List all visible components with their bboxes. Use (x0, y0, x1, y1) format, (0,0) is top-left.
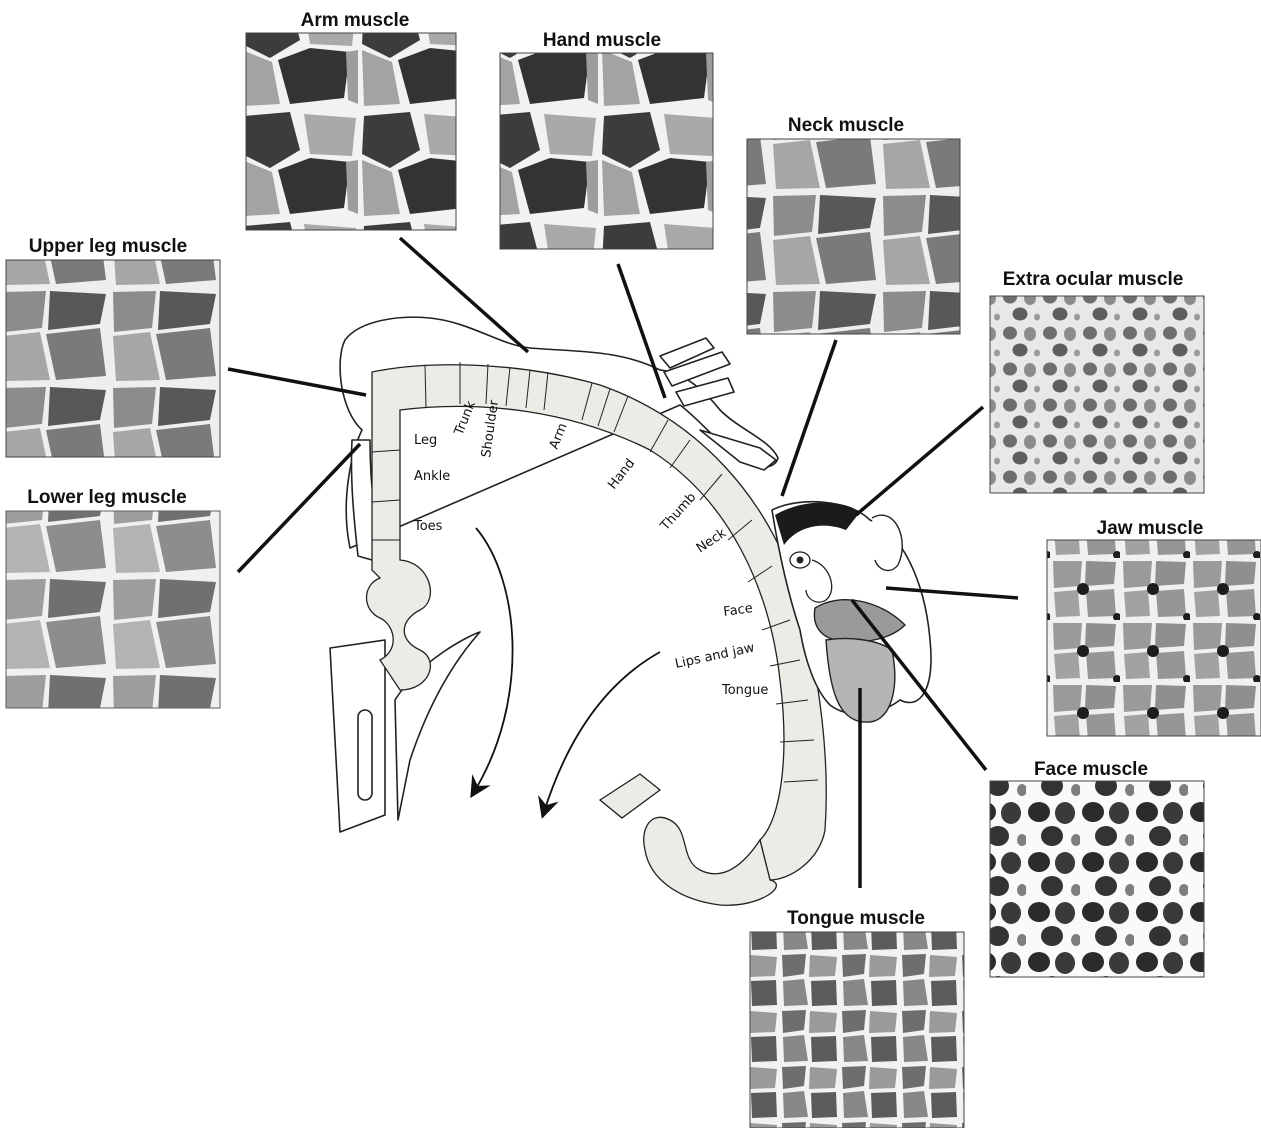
label-toes: Toes (413, 519, 443, 534)
motor-homunculus: Trunk Leg Shoulder Arm Ankle Hand Toes T… (330, 317, 931, 905)
panel-lower-leg-muscle: Lower leg muscle (6, 487, 220, 708)
leader-extra-ocular (856, 407, 983, 515)
tongue-muscle-micrograph (750, 932, 964, 1128)
label-hand: Hand (605, 456, 638, 492)
strip-end-cap (600, 774, 660, 818)
panel-hand-muscle: Hand muscle (500, 30, 713, 249)
face-muscle-micrograph (990, 781, 1204, 977)
arm-muscle-micrograph (246, 33, 456, 230)
extra-ocular-muscle-micrograph (990, 296, 1204, 493)
leader-neck (782, 340, 836, 496)
lower-leg-muscle-micrograph (6, 511, 220, 708)
label-leg: Leg (414, 433, 437, 448)
panel-extra-ocular-title: Extra ocular muscle (1003, 269, 1184, 290)
panel-face-title: Face muscle (1034, 759, 1148, 780)
label-thumb: Thumb (657, 490, 699, 534)
panel-face-muscle: Face muscle (990, 759, 1204, 977)
panel-tongue-title: Tongue muscle (787, 908, 925, 929)
label-neck: Neck (694, 525, 730, 556)
leader-lower-leg (238, 444, 360, 572)
panel-neck-title: Neck muscle (788, 115, 904, 136)
panel-arm-muscle: Arm muscle (246, 10, 456, 230)
panel-lower-leg-title: Lower leg muscle (27, 487, 186, 508)
panel-upper-leg-title: Upper leg muscle (29, 236, 187, 257)
panel-upper-leg-muscle: Upper leg muscle (6, 236, 220, 457)
panel-extra-ocular-muscle: Extra ocular muscle (990, 269, 1204, 493)
hand-muscle-micrograph (500, 53, 713, 249)
label-tongue: Tongue (721, 683, 768, 698)
panel-neck-muscle: Neck muscle (747, 115, 960, 334)
strip-bottom-curl (644, 817, 777, 905)
panel-arm-title: Arm muscle (301, 10, 410, 31)
panel-jaw-title: Jaw muscle (1097, 518, 1204, 539)
panel-hand-title: Hand muscle (543, 30, 661, 51)
panel-tongue-muscle: Tongue muscle (750, 908, 964, 1128)
label-ankle: Ankle (414, 469, 450, 484)
jaw-muscle-micrograph (1047, 540, 1261, 736)
leg-arrow (474, 528, 513, 792)
neck-muscle-micrograph (747, 139, 960, 334)
label-lips-and-jaw: Lips and jaw (674, 640, 757, 672)
label-face: Face (722, 601, 753, 620)
panel-jaw-muscle: Jaw muscle (1047, 518, 1261, 736)
upper-leg-muscle-micrograph (6, 260, 220, 457)
